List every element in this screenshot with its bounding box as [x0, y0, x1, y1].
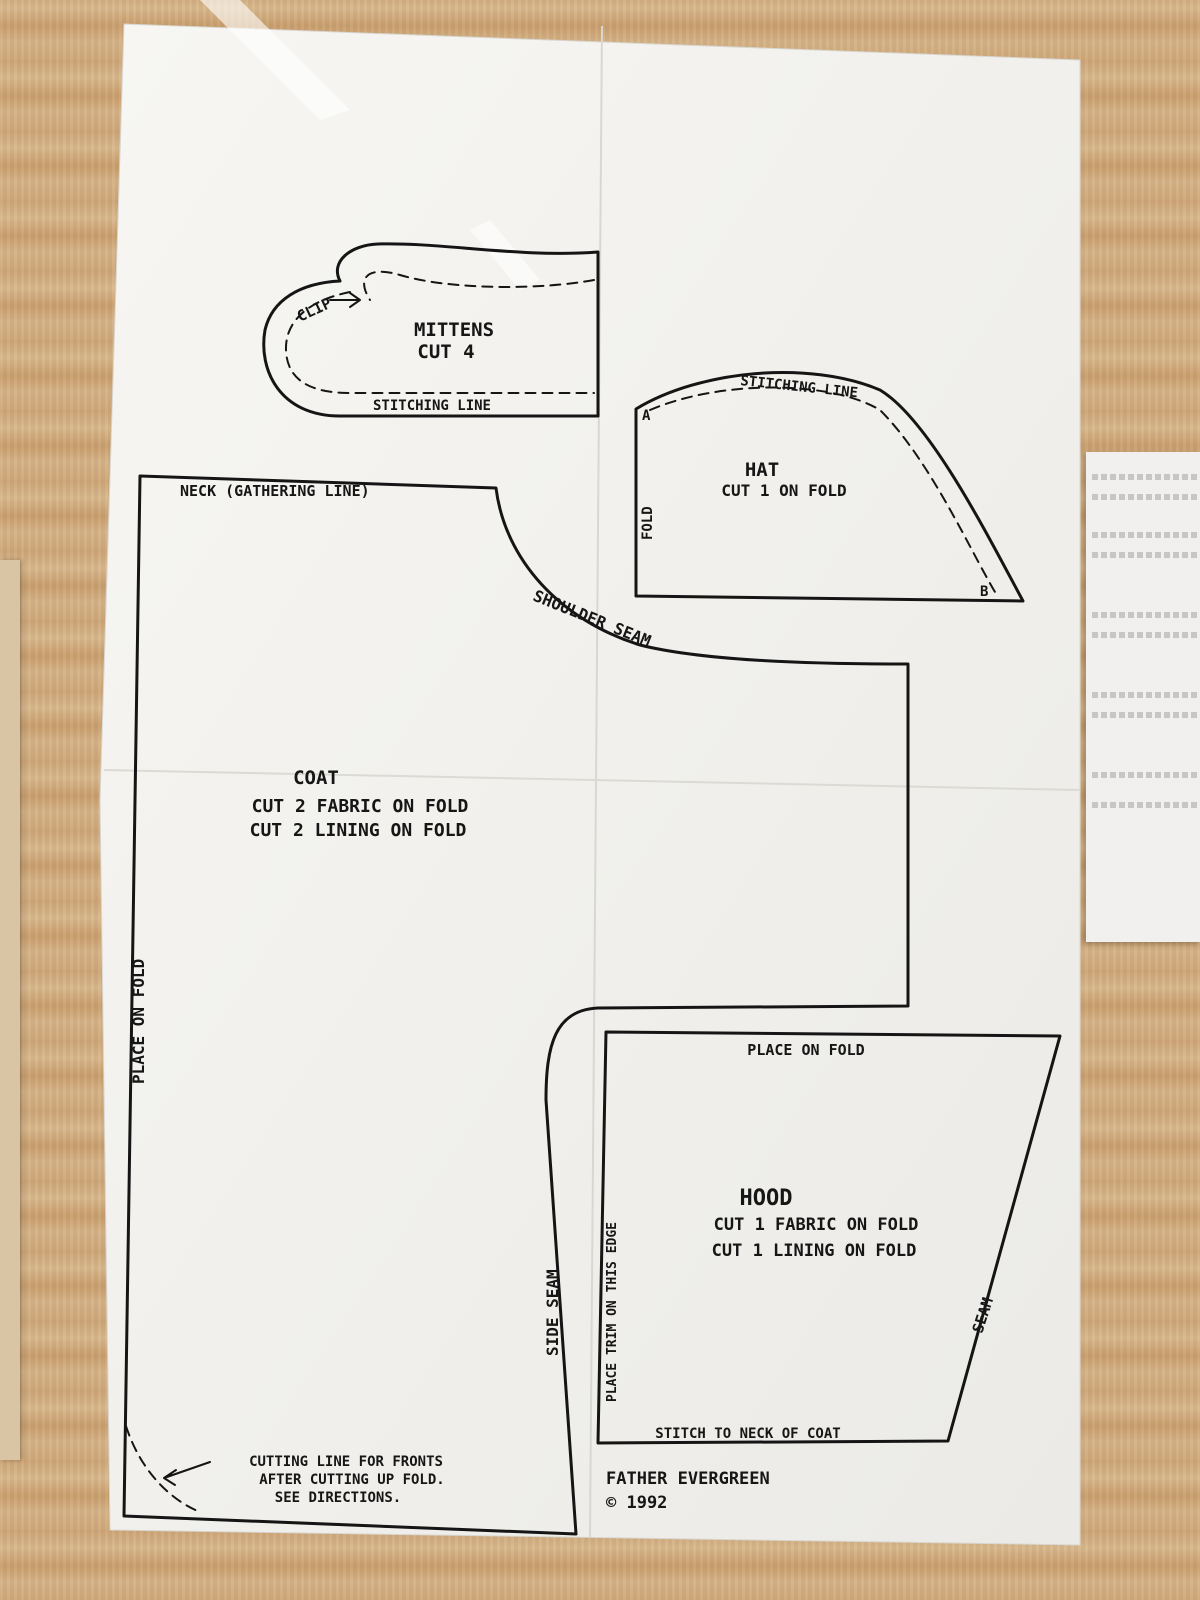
text-line: [1092, 612, 1200, 618]
light-glare: [470, 220, 540, 290]
coat-place-on-fold: PLACE ON FOLD: [129, 959, 148, 1084]
coat-cut-lining: CUT 2 LINING ON FOLD: [250, 820, 467, 841]
text-line: [1092, 494, 1200, 500]
fold-crease-horizontal: [103, 769, 1081, 791]
coat-cutting-line-2: AFTER CUTTING UP FOLD.: [259, 1472, 444, 1488]
coat-outline: [122, 474, 910, 1536]
hood-trim-edge: PLACE TRIM ON THIS EDGE: [605, 1222, 620, 1402]
hood-title: HOOD: [740, 1186, 793, 1211]
coat-cut-fabric: CUT 2 FABRIC ON FOLD: [252, 796, 469, 817]
text-line: [1092, 772, 1200, 778]
hat-stitching-line: [649, 386, 996, 593]
hat-title: HAT: [745, 459, 779, 481]
text-line: [1092, 802, 1200, 808]
fold-crease-vertical: [589, 25, 603, 1538]
hat-point-b: B: [980, 584, 988, 600]
coat-side-seam: SIDE SEAM: [543, 1269, 562, 1356]
light-glare: [200, 0, 350, 120]
hood-stitch-neck: STITCH TO NECK OF COAT: [655, 1426, 840, 1442]
text-line: [1092, 692, 1200, 698]
hat-point-a: A: [642, 408, 651, 424]
credit-copyright: © 1992: [606, 1493, 667, 1513]
mittens-stitching: STITCHING LINE: [373, 398, 491, 414]
pattern-paper: [99, 23, 1081, 1546]
clip-arrow: [329, 292, 361, 308]
left-paper-edge: [0, 560, 20, 1460]
hat-cut: CUT 1 ON FOLD: [721, 481, 846, 500]
mittens-outline: [262, 242, 600, 418]
text-line: [1092, 474, 1200, 480]
coat-cutting-line: [125, 1425, 201, 1513]
mittens-title: MITTENS: [414, 319, 494, 341]
hat-outline: [634, 371, 1025, 603]
coat-neck: NECK (GATHERING LINE): [180, 482, 370, 500]
hood-place-on-fold: PLACE ON FOLD: [747, 1041, 864, 1059]
text-line: [1092, 632, 1200, 638]
text-line: [1092, 712, 1200, 718]
hood-outline: [596, 1030, 1062, 1445]
coat-cutting-line-1: CUTTING LINE FOR FRONTS: [249, 1454, 443, 1470]
hood-cut-lining: CUT 1 LINING ON FOLD: [712, 1241, 917, 1261]
text-line: [1092, 552, 1200, 558]
coat-title: COAT: [293, 767, 339, 789]
mittens-cut: CUT 4: [417, 341, 474, 363]
hood-cut-fabric: CUT 1 FABRIC ON FOLD: [714, 1215, 919, 1235]
credit-name: FATHER EVERGREEN: [606, 1469, 770, 1489]
instruction-sheet: [1086, 452, 1200, 942]
text-line: [1092, 532, 1200, 538]
coat-cutting-line-3: SEE DIRECTIONS.: [275, 1490, 401, 1506]
mittens-stitching-line: [284, 270, 595, 394]
hat-fold: FOLD: [640, 506, 656, 540]
cutting-line-arrow: [163, 1461, 211, 1486]
